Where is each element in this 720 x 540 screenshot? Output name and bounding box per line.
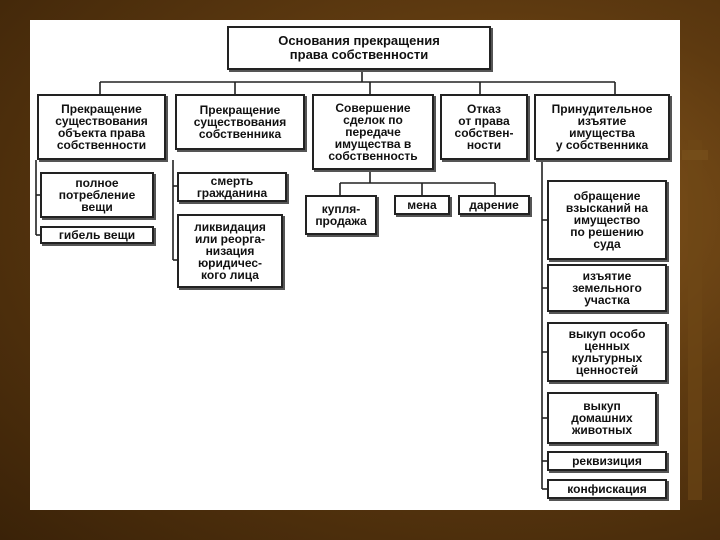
deal-item-sale: купля- продажа — [305, 195, 377, 235]
existence-item-consumption: полное потребление вещи — [40, 172, 154, 218]
branch-owner-box: Прекращение существования собственника — [175, 94, 305, 150]
owner-item-liquidation: ликвидация или реорга- низация юридичес-… — [177, 214, 283, 288]
forced-item-land-seizure: изъятие земельного участка — [547, 264, 667, 312]
owner-item-death: смерть гражданина — [177, 172, 287, 202]
forced-item-requisition: реквизиция — [547, 451, 667, 471]
forced-item-court-recovery: обращение взысканий на имущество по реше… — [547, 180, 667, 260]
deal-item-gift: дарение — [458, 195, 530, 215]
diagram-slide: Основания прекращения права собственност… — [30, 20, 680, 510]
forced-item-confiscation: конфискация — [547, 479, 667, 499]
branch-refusal-box: Отказ от права собствен- ности — [440, 94, 528, 160]
forced-item-cultural-buyout: выкуп особо ценных культурных ценностей — [547, 322, 667, 382]
existence-item-destruction: гибель вещи — [40, 226, 154, 244]
root-box: Основания прекращения права собственност… — [227, 26, 491, 70]
branch-deals-box: Совершение сделок по передаче имущества … — [312, 94, 434, 170]
deal-item-exchange: мена — [394, 195, 450, 215]
branch-forced-box: Принудительное изъятие имущества у собст… — [534, 94, 670, 160]
background-decoration — [682, 140, 708, 500]
branch-existence-box: Прекращение существования объекта права … — [37, 94, 166, 160]
forced-item-animals-buyout: выкуп домашних животных — [547, 392, 657, 444]
connector-lines — [35, 70, 616, 490]
